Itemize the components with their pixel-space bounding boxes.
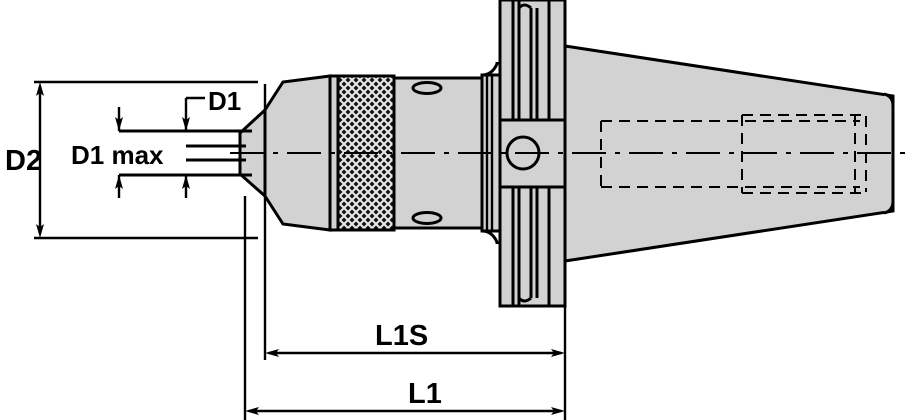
arrowhead-l1s-right <box>551 349 565 357</box>
arrowhead-d1max-top <box>115 117 123 131</box>
body-slot-bottom <box>411 211 443 225</box>
arrowhead-l1s-left <box>265 349 279 357</box>
tool-holder-assembly <box>238 0 895 308</box>
flange-fillet-top <box>481 62 499 77</box>
dimension-d2: D2 <box>5 82 44 238</box>
flange-grooves-bottom <box>500 185 565 306</box>
arrowhead-d1-top <box>182 117 190 131</box>
arrowhead-d1max-bottom <box>115 175 123 189</box>
flange-grooves-top <box>500 0 565 122</box>
extension-lines <box>34 80 567 420</box>
dim-label-l1: L1 <box>408 378 442 410</box>
dim-label-d1: D1 <box>208 86 241 116</box>
dim-label-l1s: L1S <box>375 320 428 352</box>
dimension-d1: D1 <box>182 86 241 198</box>
dimension-l1s: L1S <box>265 320 565 357</box>
arrowhead-l1-left <box>245 407 259 415</box>
flange-fillet-bottom <box>481 229 499 244</box>
arrowhead-d2-top <box>36 82 44 96</box>
dimension-d1-max: D1 max <box>71 107 164 198</box>
dim-label-d1-max: D1 max <box>71 140 164 170</box>
arrowhead-l1-right <box>551 407 565 415</box>
arrowhead-d1-bottom <box>182 175 190 189</box>
dim-label-d2: D2 <box>5 145 42 177</box>
body-slot-top <box>411 81 443 95</box>
dimension-l1: L1 <box>245 378 565 415</box>
arrowhead-d2-bottom <box>36 224 44 238</box>
